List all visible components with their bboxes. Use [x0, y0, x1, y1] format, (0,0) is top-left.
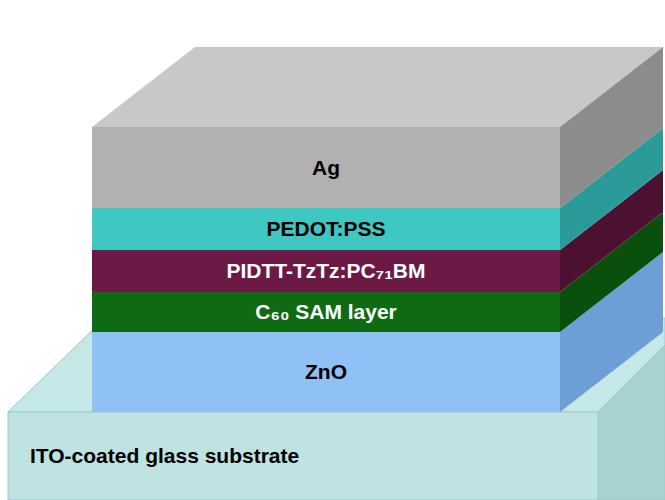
substrate-front — [8, 412, 598, 500]
active-front — [92, 250, 560, 292]
layer-label: PIDTT-TzTz:PC₇₁BM — [226, 259, 425, 283]
layer-label: PEDOT:PSS — [266, 217, 385, 241]
layer-label: ZnO — [305, 360, 347, 384]
ag-side — [560, 47, 663, 208]
layer-label: ITO-coated glass substrate — [30, 444, 299, 468]
active-layer: PIDTT-TzTz:PC₇₁BM — [92, 250, 560, 292]
zno-front — [92, 332, 560, 412]
hole-transport-layer: PEDOT:PSS — [92, 208, 560, 250]
sam-layer: C₆₀ SAM layer — [92, 292, 560, 332]
ag-front — [92, 127, 560, 208]
layer-label: Ag — [312, 156, 340, 180]
substrate-label: ITO-coated glass substrate — [8, 412, 598, 500]
c60-front — [92, 292, 560, 332]
pedot-front — [92, 208, 560, 250]
electron-transport-layer: ZnO — [92, 332, 560, 412]
silver-electrode: Ag — [92, 127, 560, 208]
layer-label: C₆₀ SAM layer — [255, 300, 397, 324]
